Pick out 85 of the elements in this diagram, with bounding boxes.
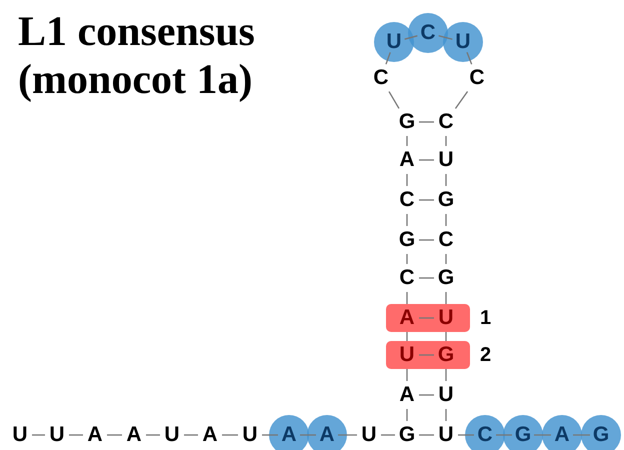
nucleotide-letter: A	[398, 307, 416, 329]
backbone-line	[338, 434, 357, 436]
backbone-line	[222, 434, 238, 436]
highlighted-nucleotide: A	[542, 415, 582, 450]
backbone-line	[300, 434, 316, 436]
base-pair-line	[419, 239, 434, 241]
backbone-line	[406, 214, 408, 226]
nucleotide-letter: G	[398, 229, 416, 251]
backbone-line	[438, 35, 452, 40]
highlight-box	[386, 304, 470, 332]
highlighted-nucleotide: C	[465, 415, 505, 450]
backbone-line	[573, 434, 590, 436]
backbone-line	[69, 434, 83, 436]
backbone-line	[458, 434, 474, 436]
highlight-box	[386, 341, 470, 369]
backbone-line	[388, 91, 400, 109]
highlighted-nucleotide: U	[374, 22, 414, 62]
highlighted-nucleotide: G	[581, 415, 621, 450]
backbone-line	[445, 136, 447, 146]
pair-number: 1	[480, 307, 492, 330]
highlighted-nucleotide: U	[443, 22, 483, 62]
nucleotide-letter: C	[437, 111, 455, 133]
base-pair-line	[419, 317, 434, 319]
nucleotide-letter: G	[437, 344, 455, 366]
nucleotide-letter: U	[437, 384, 455, 406]
nucleotide-letter: C	[398, 189, 416, 211]
base-pair-line	[419, 277, 434, 279]
backbone-line	[445, 409, 447, 421]
backbone-line	[406, 292, 408, 304]
base-pair-line	[419, 199, 434, 201]
pair-number: 2	[480, 344, 492, 367]
nucleotide-letter: U	[241, 424, 259, 446]
backbone-line	[445, 369, 447, 381]
nucleotide-letter: U	[48, 424, 66, 446]
backbone-line	[445, 292, 447, 304]
backbone-line	[385, 52, 391, 64]
backbone-line	[404, 35, 418, 40]
nucleotide-letter: C	[437, 229, 455, 251]
backbone-line	[406, 409, 408, 421]
base-pair-line	[419, 121, 434, 123]
nucleotide-letter: U	[437, 149, 455, 171]
backbone-line	[406, 369, 408, 381]
backbone-line	[381, 434, 395, 436]
nucleotide-letter: G	[398, 111, 416, 133]
backbone-line	[146, 434, 160, 436]
nucleotide-letter: C	[372, 67, 390, 89]
nucleotide-letter: A	[86, 424, 104, 446]
base-pair-line	[419, 159, 434, 161]
nucleotide-letter: C	[398, 267, 416, 289]
backbone-line	[445, 214, 447, 226]
backbone-line	[466, 52, 472, 64]
backbone-line	[262, 434, 278, 436]
nucleotide-letter: U	[163, 424, 181, 446]
nucleotide-letter: U	[360, 424, 378, 446]
nucleotide-letter: A	[125, 424, 143, 446]
backbone-line	[32, 434, 45, 436]
backbone-line	[534, 434, 551, 436]
highlighted-nucleotide: C	[408, 13, 448, 53]
nucleotide-letter: G	[437, 267, 455, 289]
nucleotide-letter: A	[201, 424, 219, 446]
nucleotide-letter: A	[398, 149, 416, 171]
backbone-line	[454, 91, 468, 109]
nucleotide-letter: U	[398, 344, 416, 366]
backbone-line	[445, 254, 447, 264]
base-pair-line	[419, 354, 434, 356]
nucleotide-letter: U	[437, 424, 455, 446]
base-pair-line	[419, 394, 434, 396]
nucleotide-letter: G	[437, 189, 455, 211]
base-pair-line	[419, 434, 434, 436]
backbone-line	[445, 174, 447, 186]
backbone-line	[107, 434, 122, 436]
backbone-line	[496, 434, 512, 436]
highlighted-nucleotide: G	[503, 415, 543, 450]
diagram-title: L1 consensus (monocot 1a)	[18, 8, 256, 104]
nucleotide-letter: C	[468, 67, 486, 89]
backbone-line	[184, 434, 198, 436]
nucleotide-letter: A	[398, 384, 416, 406]
backbone-line	[406, 136, 408, 146]
backbone-line	[406, 254, 408, 264]
highlighted-nucleotide: A	[307, 415, 347, 450]
nucleotide-letter: U	[437, 307, 455, 329]
backbone-line	[406, 174, 408, 186]
nucleotide-letter: U	[11, 424, 29, 446]
nucleotide-letter: G	[398, 424, 416, 446]
highlighted-nucleotide: A	[269, 415, 309, 450]
